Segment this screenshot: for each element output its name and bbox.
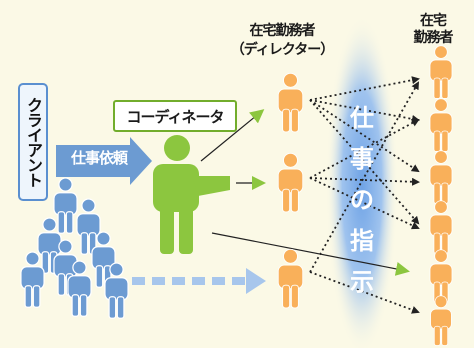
client-label: クライアント bbox=[24, 97, 43, 187]
remote-label-line2: 勤務者 bbox=[413, 30, 454, 46]
director-label: 在宅勤務者 （ディレクター） bbox=[222, 22, 342, 60]
worker-figure-low bbox=[277, 248, 304, 309]
client-label-box: クライアント bbox=[18, 83, 48, 201]
coordinator-label: コーディネータ bbox=[126, 107, 225, 126]
arrow-to-director bbox=[200, 109, 265, 162]
instruction-text: 仕 事 の 指 示 bbox=[345, 98, 379, 303]
instruction-char: の bbox=[350, 186, 374, 214]
remote-workers-label: 在宅 勤務者 bbox=[403, 13, 463, 47]
coordinator-label-box: コーディネータ bbox=[113, 100, 237, 132]
request-label: 仕事依頼 bbox=[70, 149, 128, 167]
coordinator-figure bbox=[153, 135, 230, 254]
instruction-char: 仕 bbox=[350, 104, 374, 132]
instruction-arrows bbox=[309, 76, 420, 314]
director-figure bbox=[277, 72, 304, 133]
director-label-line1: 在宅勤務者 bbox=[249, 23, 316, 39]
instruction-oval bbox=[326, 15, 398, 348]
director-label-line2: （ディレクター） bbox=[230, 42, 334, 58]
worker-figure-mid bbox=[277, 152, 304, 213]
instruction-char: 事 bbox=[350, 145, 374, 173]
request-arrow bbox=[56, 137, 152, 185]
instruction-char: 示 bbox=[350, 268, 374, 296]
arrow-to-worker-far bbox=[211, 232, 410, 276]
instruction-char: 指 bbox=[350, 227, 374, 255]
dashed-arrow-head bbox=[246, 268, 266, 294]
right-workers bbox=[429, 45, 453, 346]
remote-label-line1: 在宅 bbox=[420, 13, 447, 29]
middle-workers bbox=[277, 72, 304, 309]
